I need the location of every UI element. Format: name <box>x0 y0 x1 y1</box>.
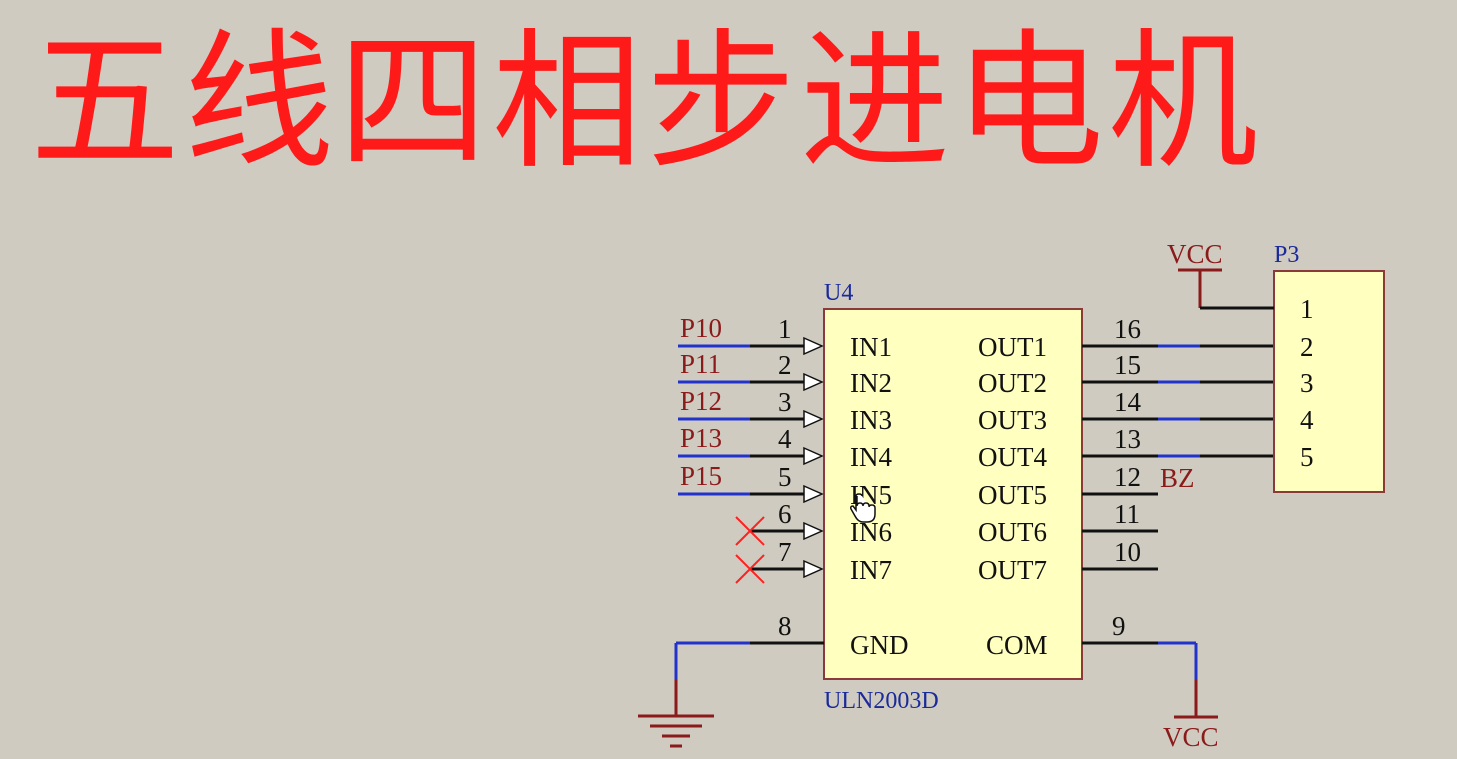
chip-body[interactable] <box>823 308 1083 680</box>
input-pin-number: 6 <box>778 499 792 529</box>
output-pin-number: 11 <box>1114 499 1140 529</box>
vcc-top-label: VCC <box>1167 239 1223 269</box>
output-pin-name: OUT1 <box>978 332 1047 362</box>
connector-pin-number: 1 <box>1300 294 1314 324</box>
net-label: P11 <box>680 349 721 379</box>
input-arrow-icon <box>803 446 824 466</box>
input-pin-name: IN2 <box>850 368 892 398</box>
output-pin-name: OUT2 <box>978 368 1047 398</box>
input-arrow-icon <box>803 521 824 541</box>
net-label: P12 <box>680 386 722 416</box>
input-arrow-icon <box>803 559 824 579</box>
gnd-pin-name: GND <box>850 630 909 660</box>
no-connect-icon <box>735 516 765 546</box>
chip-part-number: ULN2003D <box>824 688 939 714</box>
input-arrow-icon <box>803 336 824 356</box>
ground-symbol-icon <box>638 714 714 748</box>
net-label: P10 <box>680 313 722 343</box>
input-pin-number: 4 <box>778 424 792 454</box>
com-pin[interactable]: 9 COM VCC <box>986 611 1219 752</box>
output-pin-name: OUT5 <box>978 480 1047 510</box>
chip-designator: U4 <box>824 280 853 306</box>
input-pin-name: IN4 <box>850 442 892 472</box>
input-arrow-icon <box>803 372 824 392</box>
vcc-top-net[interactable]: VCC <box>1167 239 1274 310</box>
vcc-bottom-label: VCC <box>1163 722 1219 752</box>
input-pin-number: 3 <box>778 387 792 417</box>
output-pin-number: 10 <box>1114 537 1141 567</box>
connector-pin-number: 3 <box>1300 368 1314 398</box>
connector-p3-body[interactable] <box>1273 270 1385 493</box>
input-pin-number: 1 <box>778 314 792 344</box>
output-pin-number: 13 <box>1114 424 1141 454</box>
connector-pin-number: 2 <box>1300 332 1314 362</box>
input-pin-name: IN7 <box>850 555 892 585</box>
output-pin-number: 12 <box>1114 462 1141 492</box>
hand-cursor-icon <box>850 493 876 523</box>
output-pin-name: OUT3 <box>978 405 1047 435</box>
page-title: 五线四相步进电机 <box>30 16 1263 190</box>
input-arrow-icon <box>803 409 824 429</box>
com-pin-number: 9 <box>1112 611 1126 641</box>
output-pin-name: OUT7 <box>978 555 1047 585</box>
no-connect-icon <box>735 554 765 584</box>
output-pin-name: OUT6 <box>978 517 1047 547</box>
net-label: P15 <box>680 461 722 491</box>
output-pin-number: 16 <box>1114 314 1141 344</box>
connector-pin-number: 4 <box>1300 405 1314 435</box>
output-pin-name: OUT4 <box>978 442 1047 472</box>
connector-pin-number: 5 <box>1300 442 1314 472</box>
bz-net-label: BZ <box>1160 463 1195 493</box>
output-pin-number: 14 <box>1114 387 1142 417</box>
net-label: P13 <box>680 423 722 453</box>
input-pin-number: 7 <box>778 537 792 567</box>
connector-designator: P3 <box>1274 242 1299 268</box>
input-pin-name: IN3 <box>850 405 892 435</box>
gnd-pin[interactable]: 8 GND <box>674 611 909 716</box>
input-pin-number: 2 <box>778 350 792 380</box>
input-pin-name: IN1 <box>850 332 892 362</box>
gnd-pin-number: 8 <box>778 611 792 641</box>
input-arrow-icon <box>803 484 824 504</box>
output-pin-number: 15 <box>1114 350 1141 380</box>
com-pin-name: COM <box>986 630 1048 660</box>
input-pin-number: 5 <box>778 462 792 492</box>
